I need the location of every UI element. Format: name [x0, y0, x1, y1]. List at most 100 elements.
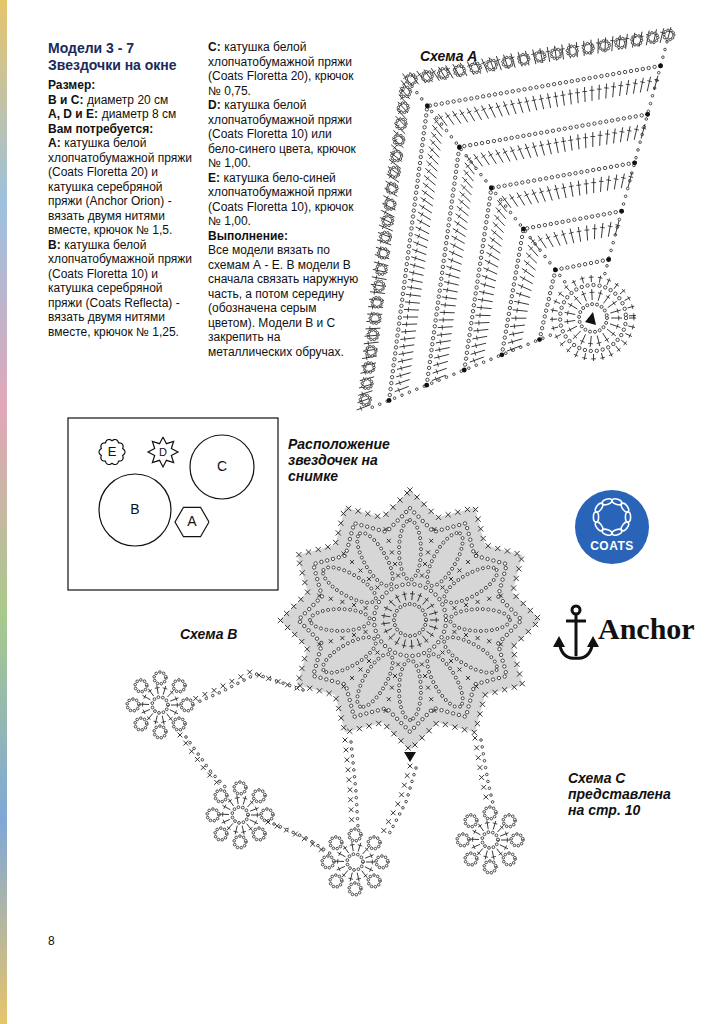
stitch-bar: [408, 307, 409, 312]
single-crochet: [366, 723, 371, 728]
chain-stitch: [475, 364, 478, 367]
chain-stitch: [380, 239, 382, 241]
treble-stitch: [564, 321, 575, 323]
treble-stitch: [436, 341, 451, 343]
treble-stitch: [491, 230, 502, 240]
chain-stitch: [405, 78, 407, 80]
chain-stitch: [446, 526, 449, 529]
treble-stitch: [496, 103, 502, 117]
single-crochet: [514, 594, 519, 599]
chain-stitch: [374, 287, 376, 289]
chain-stitch: [381, 247, 383, 249]
chain-stitch: [561, 220, 564, 223]
chain-stitch: [322, 669, 325, 672]
chain-stitch: [463, 715, 466, 718]
stitch-bar: [412, 278, 413, 283]
chain-stitch: [392, 166, 394, 168]
stitch-bar: [464, 179, 468, 182]
treble-stitch: [540, 48, 543, 63]
stitch-bar: [565, 286, 569, 289]
chain-stitch: [383, 216, 385, 218]
chain-stitch: [553, 57, 555, 59]
treble-stitch: [390, 152, 402, 162]
chain-stitch: [449, 212, 452, 215]
single-crochet: [434, 721, 439, 726]
chain-stitch: [408, 507, 411, 510]
chain-stitch: [369, 345, 371, 347]
chain-stitch: [575, 125, 578, 128]
chain-stitch: [370, 665, 373, 668]
chain-stitch: [426, 378, 429, 381]
treble-stitch: [625, 297, 631, 300]
chain-stitch: [472, 304, 475, 307]
chain-stitch: [508, 66, 510, 68]
slip-stitch: [521, 227, 526, 232]
stitch-bar: [372, 304, 373, 309]
stitch-bar: [496, 106, 500, 108]
treble-stitch: [375, 255, 389, 259]
chain-stitch: [440, 77, 442, 79]
single-crochet: [526, 629, 531, 634]
chain-stitch: [453, 705, 456, 708]
chain-stitch: [330, 679, 333, 682]
chain-stitch: [391, 154, 393, 156]
treble-stitch: [616, 346, 620, 352]
chain-stitch: [325, 671, 328, 674]
chain-stitch: [397, 160, 399, 162]
chain-stitch: [387, 208, 389, 210]
stitch-bar: [618, 85, 623, 87]
chain-stitch: [591, 303, 594, 306]
stitch-bar: [441, 332, 443, 337]
treble-stitch: [497, 200, 507, 212]
chain-stitch: [615, 41, 617, 43]
treble-stitch: [392, 138, 403, 148]
chain-stitch: [437, 295, 440, 298]
chain-stitch: [405, 262, 408, 265]
treble-stitch: [607, 329, 616, 336]
stitch-bar: [561, 187, 566, 188]
chain-stitch: [417, 722, 420, 725]
stitch-bar: [567, 319, 569, 324]
chain-stitch: [367, 622, 370, 625]
treble-stitch: [547, 47, 550, 62]
treble-stitch: [591, 275, 592, 282]
single-crochet: [298, 597, 303, 602]
chain-stitch: [481, 244, 484, 247]
treble-stitch: [424, 176, 436, 186]
chain-stitch: [409, 73, 411, 75]
single-crochet: [384, 709, 388, 713]
chain-stitch: [492, 139, 495, 142]
chain-stitch: [372, 617, 375, 620]
treble-stitch: [427, 604, 435, 609]
chain-stitch: [608, 212, 611, 215]
chain-stitch: [471, 310, 474, 313]
chain-stitch: [325, 628, 328, 631]
stitch-bar: [380, 246, 381, 251]
chain-stitch: [539, 332, 542, 335]
stitch-bar: [428, 162, 431, 166]
chain-stitch: [363, 625, 366, 628]
slip-stitch: [425, 104, 430, 109]
chain-stitch: [372, 369, 374, 371]
chain-stitch: [562, 301, 565, 304]
chain-stitch: [601, 259, 604, 262]
stitch-bar: [629, 176, 634, 177]
chain-stitch: [605, 120, 608, 123]
chain-stitch: [572, 343, 575, 346]
stitch-bar: [398, 388, 400, 393]
chain-stitch: [400, 134, 402, 136]
chain-stitch: [460, 691, 463, 694]
chain-stitch: [556, 175, 559, 178]
chain-stitch: [460, 661, 463, 664]
chain-stitch: [607, 47, 609, 49]
single-crochet: [473, 507, 478, 512]
chain-stitch: [612, 241, 615, 244]
stitch-bar: [406, 322, 407, 327]
chain-stitch: [592, 168, 595, 171]
chain-stitch: [486, 209, 489, 212]
chain-stitch: [393, 619, 396, 622]
treble-stitch: [510, 194, 518, 206]
chain-stitch: [489, 68, 491, 70]
chain-stitch: [379, 692, 382, 695]
stitch-bar: [434, 127, 438, 130]
